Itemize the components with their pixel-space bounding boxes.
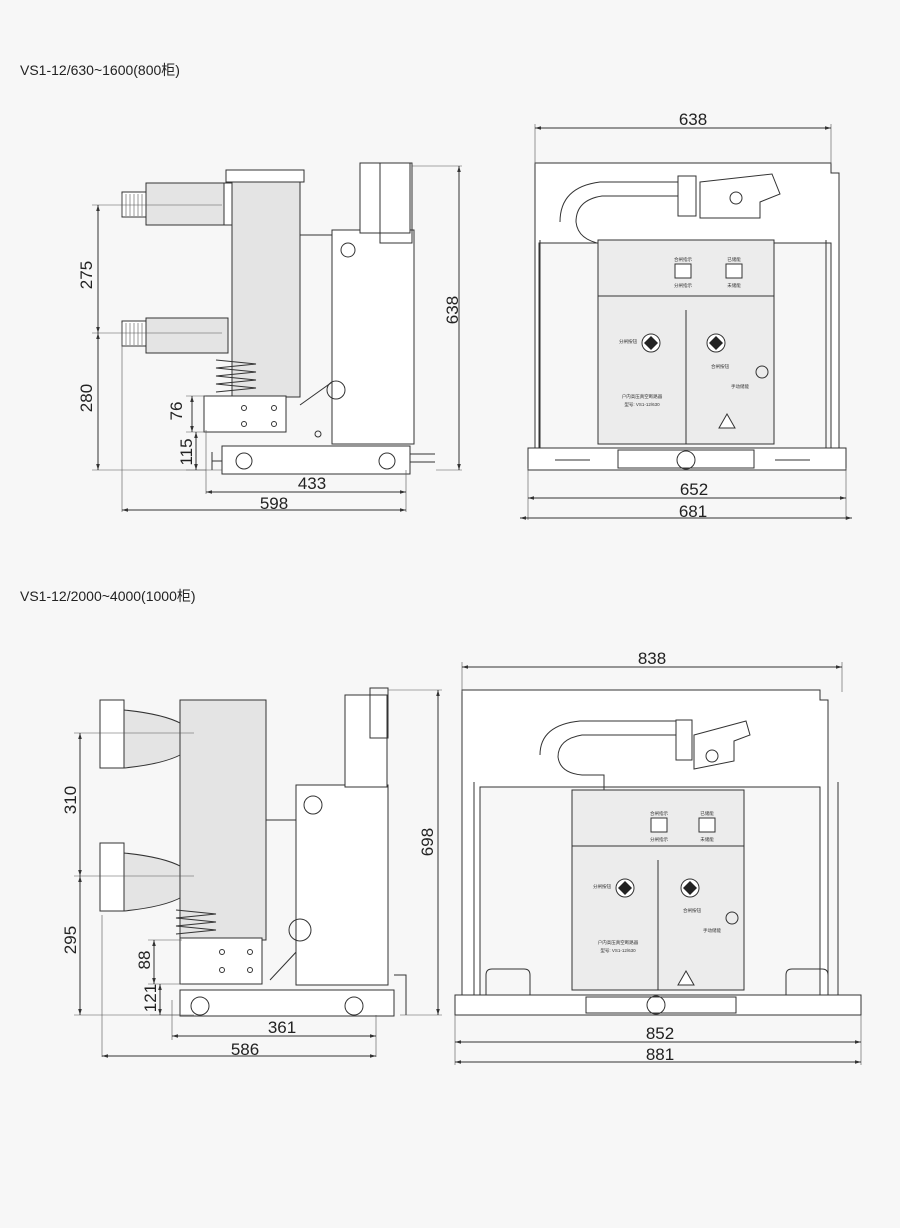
title-bottom: VS1-12/2000~4000(1000柜)	[20, 588, 196, 604]
label-open-indicator: 分闸指示	[650, 836, 668, 843]
manual-store-icon	[755, 365, 769, 379]
dim-361: 361	[268, 1018, 296, 1037]
chassis	[221, 445, 411, 475]
dim-698-height: 698	[418, 828, 437, 856]
stored-indicator-window	[698, 817, 716, 833]
dim-76: 76	[167, 402, 186, 421]
label-close-button: 合闸按钮	[711, 363, 729, 370]
wheel-icon	[235, 452, 253, 470]
label-close-indicator: 合闸指示	[674, 256, 692, 263]
top-front-view: 合闸指示 分闸指示 已储能 未储能 分闸按钮 合闸按钮 手动储能 户内高压真空断…	[527, 162, 847, 471]
label-stored: 已储能	[727, 256, 741, 263]
nameplate-text: 户内高压真空断路器	[598, 939, 639, 946]
close-indicator-window	[650, 817, 668, 833]
model-text: 型号: VS1-12/630	[624, 401, 660, 408]
label-close-button: 合闸按钮	[683, 907, 701, 914]
pole-body	[179, 699, 267, 941]
handle-lever	[693, 720, 751, 770]
dim-front-838: 838	[638, 649, 666, 668]
top-side-view	[121, 162, 435, 475]
warning-icon	[718, 412, 736, 429]
dim-115: 115	[177, 438, 196, 465]
dim-598: 598	[260, 494, 288, 513]
dim-121: 121	[141, 984, 160, 1012]
bolt-icon	[340, 242, 356, 258]
label-manual-store: 手动储能	[703, 927, 721, 934]
spring-icon	[175, 909, 217, 935]
label-open-indicator: 分闸指示	[674, 282, 692, 289]
bottom-side-view	[99, 687, 407, 1017]
base-bracket	[179, 937, 263, 985]
front-base	[527, 447, 847, 471]
bolt-icon	[303, 795, 323, 815]
mechanism-box	[295, 784, 389, 986]
label-close-indicator: 合闸指示	[650, 810, 668, 817]
chassis	[179, 989, 395, 1017]
label-stored: 已储能	[700, 810, 714, 817]
left-handle	[485, 968, 531, 995]
warning-icon	[677, 969, 695, 986]
dim-310: 310	[61, 786, 80, 814]
model-text: 型号: VS1-12/630	[600, 947, 636, 954]
crank-icon	[676, 450, 696, 470]
wheel-icon	[190, 996, 210, 1016]
close-indicator-window	[674, 263, 692, 279]
mechanism-box	[331, 229, 415, 445]
handle-lever	[699, 173, 781, 219]
dim-638-height: 638	[443, 296, 462, 324]
bottom-front-dimensions: 838 852 881	[454, 649, 862, 1065]
spring-icon	[215, 359, 257, 393]
upper-bushing	[145, 182, 229, 226]
right-handle	[785, 968, 829, 995]
dim-586: 586	[231, 1040, 259, 1059]
lower-contact	[99, 842, 125, 912]
flexible-cable	[539, 720, 677, 791]
title-top: VS1-12/630~1600(800柜)	[20, 62, 180, 78]
dim-front-638: 638	[679, 110, 707, 129]
dim-88: 88	[135, 951, 154, 970]
manual-store-icon	[725, 911, 739, 925]
bolt-icon	[288, 918, 312, 942]
label-manual-store: 手动储能	[731, 383, 749, 390]
dim-front-681: 681	[679, 502, 707, 521]
bolt-icon	[326, 380, 346, 400]
wheel-icon	[344, 996, 364, 1016]
label-not-stored: 未储能	[727, 282, 741, 289]
bottom-front-view: 合闸指示 分闸指示 已储能 未储能 分闸按钮 合闸按钮 手动储能 户内高压真空断…	[454, 689, 862, 1016]
dim-433: 433	[298, 474, 326, 493]
front-base	[454, 994, 862, 1016]
top-side-dimensions: 275 280 76 115 433 598 638	[77, 165, 462, 513]
dim-front-652: 652	[680, 480, 708, 499]
stored-indicator-window	[725, 263, 743, 279]
lower-bushing	[145, 317, 229, 354]
dim-280: 280	[77, 384, 96, 412]
upper-contact	[99, 699, 125, 769]
label-open-button: 分闸按钮	[593, 883, 611, 890]
flexible-cable	[559, 181, 679, 264]
dim-275: 275	[77, 261, 96, 289]
nameplate-text: 户内高压真空断路器	[622, 393, 663, 400]
bottom-side-dimensions: 310 295 88 121 361 586 698	[61, 689, 442, 1059]
pole-body	[231, 176, 301, 398]
label-open-button: 分闸按钮	[619, 338, 637, 345]
dim-front-852: 852	[646, 1024, 674, 1043]
top-front-dimensions: 638 652 681	[520, 110, 852, 521]
dim-front-881: 881	[646, 1045, 674, 1064]
wheel-icon	[378, 452, 396, 470]
crank-icon	[646, 995, 666, 1015]
dim-295: 295	[61, 926, 80, 954]
label-not-stored: 未储能	[700, 836, 714, 843]
